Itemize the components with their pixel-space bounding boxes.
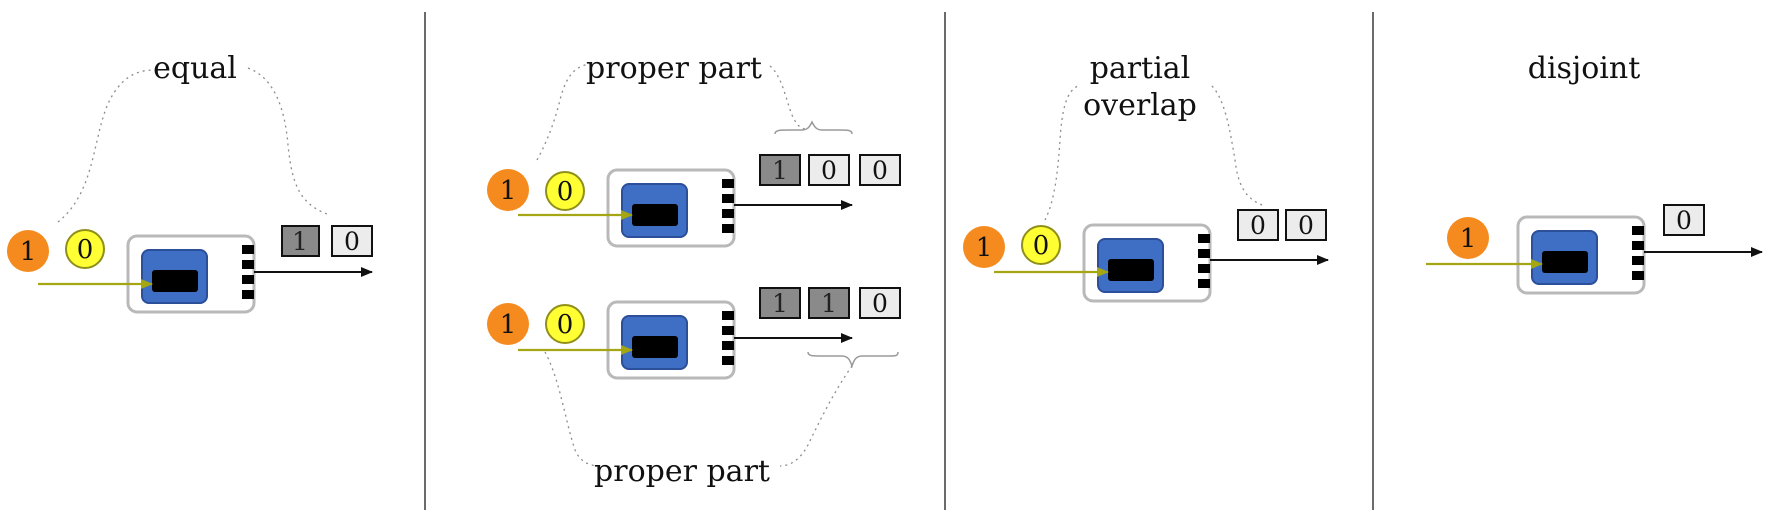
- output-bit-value: 1: [772, 289, 788, 318]
- output-bit-value: 0: [1250, 211, 1266, 240]
- chip-slot: [632, 336, 678, 358]
- output-bit-value: 0: [1298, 211, 1314, 240]
- input-zero-token: [1021, 225, 1061, 265]
- input-one-value: 1: [1460, 224, 1477, 254]
- output-bit-set: [281, 225, 320, 257]
- input-one-token: [963, 226, 1005, 268]
- chip-pin: [1198, 234, 1210, 243]
- input-zero-value: 0: [557, 177, 574, 207]
- chip-pin: [722, 326, 734, 335]
- output-bit-value: 1: [821, 289, 837, 318]
- chip-pin: [1632, 241, 1644, 250]
- output-bit-set: [808, 287, 850, 319]
- chip-pin: [1198, 279, 1210, 288]
- output-brace: [807, 351, 899, 369]
- input-zero-value: 0: [1033, 231, 1050, 261]
- chip-pin: [722, 356, 734, 365]
- input-one-token: [487, 303, 529, 345]
- relation-label-top: proper part: [586, 51, 762, 86]
- input-zero-token: [545, 304, 585, 344]
- callout-curve: [1044, 84, 1081, 221]
- output-bit-clear: [331, 225, 373, 257]
- chip-pin: [242, 290, 254, 299]
- input-one-value: 1: [500, 176, 517, 206]
- relation-label: disjoint: [1528, 51, 1641, 86]
- callout-curve: [544, 351, 601, 467]
- relation-label-line1: partial: [1090, 51, 1191, 86]
- chip-pin: [242, 260, 254, 269]
- output-bit-set: [759, 287, 801, 319]
- chip-pin: [722, 224, 734, 233]
- output-bit-value: 1: [292, 227, 308, 256]
- panel-equal: equal 1 0 1 0: [7, 51, 373, 314]
- input-one-token: [1447, 217, 1489, 259]
- panel-partial-overlap: partial overlap 1 0 0 0: [963, 51, 1329, 303]
- output-bit-value: 0: [821, 156, 837, 185]
- chip-pin: [1632, 256, 1644, 265]
- callout-curve: [536, 63, 591, 161]
- chip-pin: [722, 179, 734, 188]
- input-one-value: 1: [20, 237, 37, 267]
- panel-proper-part: proper part 1 0 1 0 0 1 0: [487, 51, 901, 489]
- callout-curve: [247, 67, 331, 216]
- relation-label-line2: overlap: [1083, 88, 1197, 123]
- output-brace: [774, 120, 853, 135]
- output-bit-clear: [1663, 204, 1705, 236]
- output-bit-value: 0: [872, 156, 888, 185]
- output-bit-value: 0: [1676, 206, 1692, 235]
- output-bit-clear: [1285, 209, 1327, 241]
- chip-pin: [722, 341, 734, 350]
- input-one-value: 1: [500, 310, 517, 340]
- input-zero-token: [65, 229, 105, 269]
- chip-pin: [1632, 226, 1644, 235]
- input-zero-value: 0: [557, 310, 574, 340]
- chip-pin: [722, 194, 734, 203]
- output-bit-clear: [859, 154, 901, 186]
- input-one-value: 1: [976, 233, 993, 263]
- input-one-token: [487, 169, 529, 211]
- input-zero-value: 0: [77, 235, 94, 265]
- output-bit-clear: [1237, 209, 1279, 241]
- relation-label-bottom: proper part: [594, 454, 770, 489]
- output-bit-value: 0: [344, 227, 360, 256]
- output-bit-value: 1: [772, 156, 788, 185]
- output-bit-value: 0: [872, 289, 888, 318]
- callout-curve: [769, 65, 809, 131]
- chip-slot: [1542, 251, 1588, 273]
- output-bit-set: [759, 154, 801, 186]
- chip-slot: [152, 270, 198, 292]
- panel-disjoint: disjoint 1 0: [1426, 51, 1763, 295]
- output-bit-clear: [808, 154, 850, 186]
- output-bit-clear: [859, 287, 901, 319]
- chip-pin: [1198, 264, 1210, 273]
- callout-curve: [1211, 85, 1263, 206]
- chip-pin: [242, 245, 254, 254]
- chip-slot: [632, 204, 678, 226]
- relation-label: equal: [153, 51, 237, 86]
- callout-curve: [779, 365, 853, 467]
- input-one-token: [7, 230, 49, 272]
- chip-pin: [722, 311, 734, 320]
- chip-slot: [1108, 259, 1154, 281]
- chip-pin: [1198, 249, 1210, 258]
- chip-pin: [1632, 271, 1644, 280]
- chip-pin: [242, 275, 254, 284]
- chip-pin: [722, 209, 734, 218]
- input-zero-token: [545, 171, 585, 211]
- callout-curve: [57, 69, 156, 223]
